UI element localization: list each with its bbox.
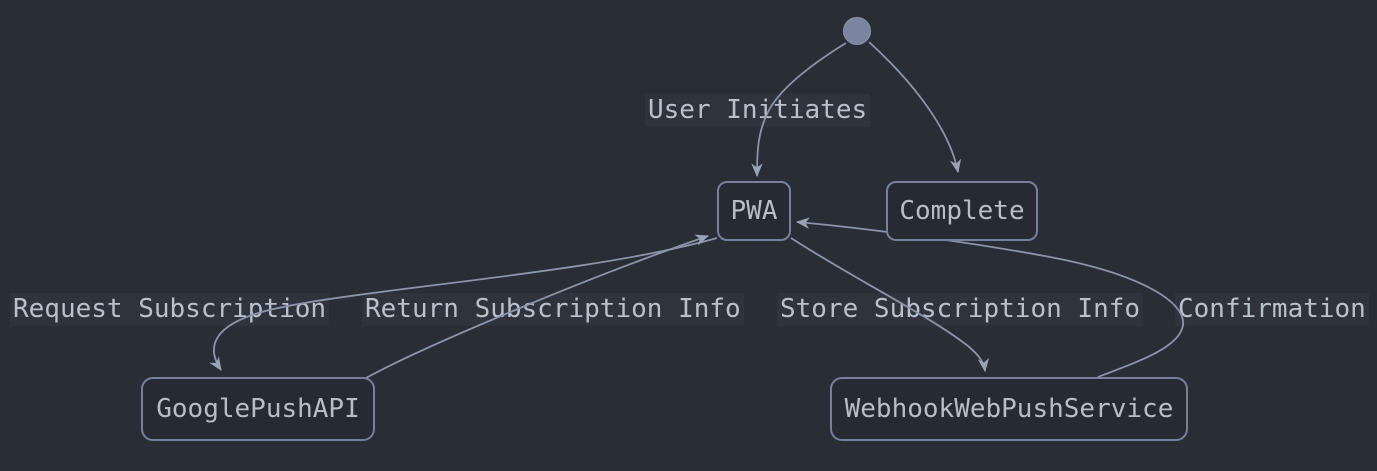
initial-state-dot (843, 17, 871, 45)
state-node-pwa: PWA (717, 181, 791, 241)
edge-label-user-initiates: User Initiates (645, 94, 871, 127)
state-node-complete: Complete (886, 181, 1038, 241)
edge-label-request-subscription: Request Subscription (10, 293, 330, 326)
edge-start-to-complete (868, 41, 962, 174)
state-node-webhookwebpushservice: WebhookWebPushService (830, 377, 1188, 441)
edge-label-store-subscription-info: Store Subscription Info (777, 293, 1144, 326)
edge-label-confirmation: Confirmation (1175, 293, 1369, 326)
edge-label-return-subscription-info: Return Subscription Info (362, 293, 744, 326)
state-node-googlepushapi: GooglePushAPI (141, 377, 375, 441)
